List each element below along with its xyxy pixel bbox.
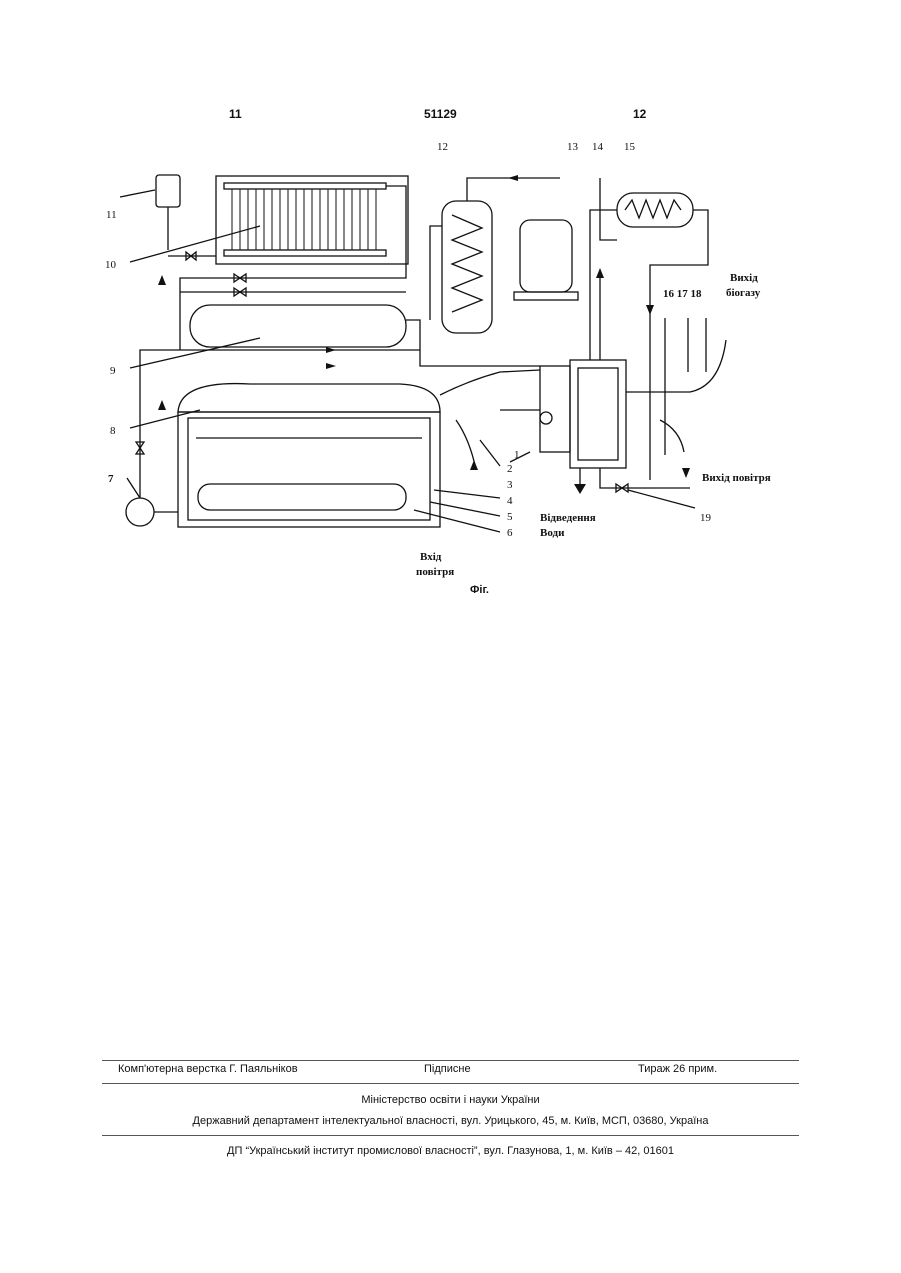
label-16-17-18: 16 17 18 <box>663 288 702 300</box>
label-1: 1 <box>514 449 520 461</box>
text-biogas-out-1: Вихід <box>730 272 758 284</box>
text-biogas-out-2: біогазу <box>726 287 761 299</box>
footer-layout: Комп'ютерна верстка Г. Паяльніков <box>118 1063 298 1075</box>
figure-caption: Фіг. <box>470 584 489 596</box>
label-15: 15 <box>624 141 636 153</box>
text-air-out: Вихід повітря <box>702 472 771 484</box>
pump-7 <box>126 498 154 526</box>
footer-circulation: Тираж 26 прим. <box>638 1063 717 1075</box>
footer-rule-middle <box>102 1083 799 1084</box>
fan-unit <box>540 366 570 452</box>
footer-department: Державний департамент інтелектуальної вл… <box>102 1115 799 1127</box>
storage-tank-9 <box>190 305 406 347</box>
label-11: 11 <box>106 209 117 221</box>
label-12: 12 <box>437 141 448 153</box>
tank-13 <box>520 220 572 292</box>
footer-signed: Підписне <box>424 1063 471 1075</box>
label-8: 8 <box>110 425 116 437</box>
heater-15 <box>617 193 693 227</box>
label-7: 7 <box>108 473 114 485</box>
label-9: 9 <box>110 365 116 377</box>
label-10: 10 <box>105 259 117 271</box>
label-14: 14 <box>592 141 604 153</box>
text-air-in-2: повітря <box>416 566 454 578</box>
tank-11 <box>156 175 180 207</box>
text-air-in-1: Вхід <box>420 551 442 563</box>
label-2: 2 <box>507 463 513 475</box>
label-6: 6 <box>507 527 513 539</box>
label-4: 4 <box>507 495 513 507</box>
text-water-drain-2: Води <box>540 527 565 539</box>
label-19: 19 <box>700 512 712 524</box>
text-water-drain-1: Відведення <box>540 512 596 524</box>
footer-rule-top <box>102 1060 799 1061</box>
label-5: 5 <box>507 511 513 523</box>
footer-ministry: Міністерство освіти і науки України <box>102 1094 799 1106</box>
label-3: 3 <box>507 479 513 491</box>
footer-institute: ДП “Український інститут промислової вла… <box>102 1145 799 1157</box>
digester-8 <box>178 384 440 412</box>
label-13: 13 <box>567 141 579 153</box>
patent-figure: 11 10 9 8 7 12 13 14 15 16 17 18 1 2 3 4… <box>0 0 901 620</box>
footer-rule-bottom <box>102 1135 799 1136</box>
